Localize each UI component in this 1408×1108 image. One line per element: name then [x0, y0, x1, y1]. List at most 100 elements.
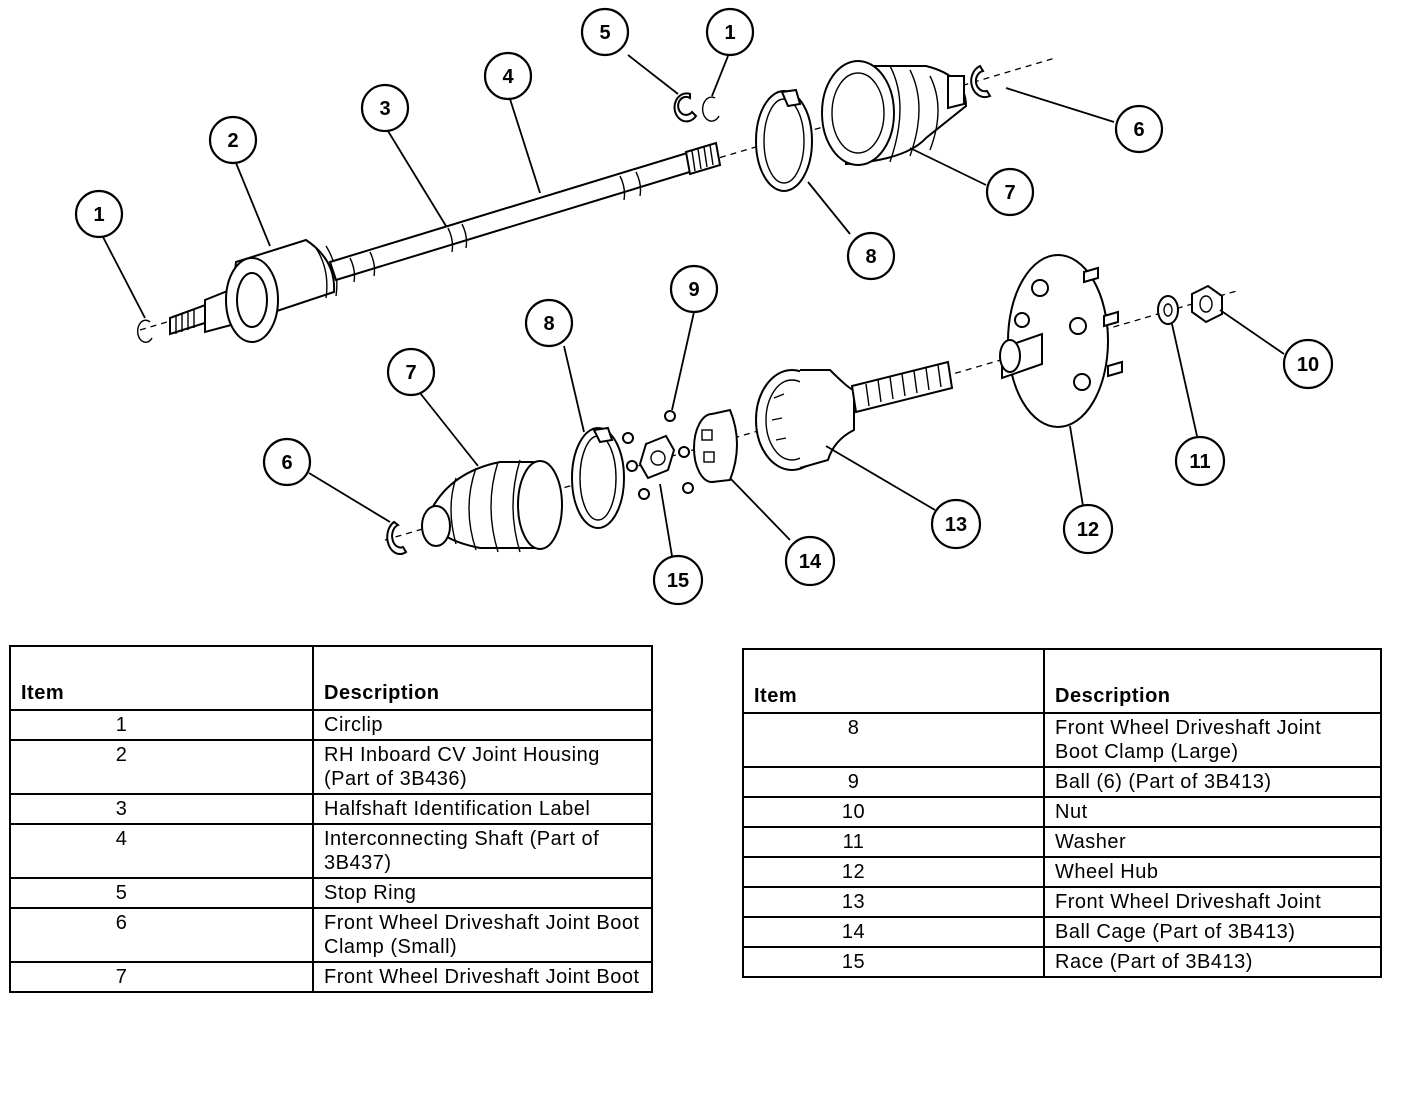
item-number: 12	[742, 856, 1045, 888]
circlip-1-top	[701, 96, 720, 122]
callout-15: 15	[652, 554, 704, 606]
svg-text:13: 13	[945, 514, 967, 536]
callout-1-left: 1	[74, 189, 124, 239]
svg-text:6: 6	[281, 452, 292, 474]
svg-text:7: 7	[1004, 182, 1015, 204]
item-description: RH Inboard CV Joint Housing (Part of 3B4…	[312, 739, 653, 795]
item-number: 7	[9, 961, 314, 993]
item-number: 14	[742, 916, 1045, 948]
item-description: Nut	[1043, 796, 1382, 828]
svg-text:8: 8	[543, 313, 554, 335]
callout-8-top: 8	[846, 231, 896, 281]
item-number: 8	[742, 712, 1045, 768]
table-row: 1 Circlip	[9, 709, 653, 741]
svg-text:3: 3	[379, 98, 390, 120]
parts-table-right: Item Description 8 Front Wheel Driveshaf…	[742, 648, 1382, 978]
svg-text:1: 1	[93, 204, 104, 226]
svg-text:9: 9	[688, 279, 699, 301]
column-header-item: Item	[742, 648, 1045, 714]
callout-4: 4	[483, 51, 533, 101]
ball-cage	[693, 408, 738, 483]
item-description: Ball Cage (Part of 3B413)	[1043, 916, 1382, 948]
nut	[1191, 284, 1223, 324]
column-header-item: Item	[9, 645, 314, 711]
svg-text:5: 5	[599, 22, 610, 44]
callout-10: 10	[1282, 338, 1334, 390]
table-row: 7 Front Wheel Driveshaft Joint Boot	[9, 961, 653, 993]
item-description: Front Wheel Driveshaft Joint	[1043, 886, 1382, 918]
callout-5: 5	[580, 7, 630, 57]
table-row: 10 Nut	[742, 796, 1382, 828]
table-row: 3 Halfshaft Identification Label	[9, 793, 653, 825]
callout-11: 11	[1174, 435, 1226, 487]
item-description: Halfshaft Identification Label	[312, 793, 653, 825]
item-number: 4	[9, 823, 314, 879]
table-row: 8 Front Wheel Driveshaft Joint Boot Clam…	[742, 712, 1382, 768]
item-number: 6	[9, 907, 314, 963]
boot-top	[821, 60, 968, 166]
table-header-row: Item Description	[742, 648, 1382, 714]
svg-text:15: 15	[667, 570, 689, 592]
inboard-cv-joint-housing	[169, 238, 338, 343]
svg-text:4: 4	[502, 66, 514, 88]
balls	[622, 410, 694, 500]
table-row: 2 RH Inboard CV Joint Housing (Part of 3…	[9, 739, 653, 795]
callout-7-top: 7	[985, 167, 1035, 217]
parts-table-left: Item Description 1 Circlip 2 RH Inboard …	[9, 645, 653, 993]
wheel-hub	[999, 254, 1123, 428]
svg-text:12: 12	[1077, 519, 1099, 541]
washer	[1157, 295, 1179, 325]
svg-text:11: 11	[1189, 451, 1210, 473]
column-header-description: Description	[312, 645, 653, 711]
callout-2: 2	[208, 115, 258, 165]
callout-13: 13	[930, 498, 982, 550]
table-header-row: Item Description	[9, 645, 653, 711]
callout-14: 14	[784, 535, 836, 587]
item-description: Front Wheel Driveshaft Joint Boot Clamp …	[1043, 712, 1382, 768]
callout-9: 9	[669, 264, 719, 314]
svg-text:2: 2	[227, 130, 238, 152]
boot-clamp-small-bottom	[386, 520, 408, 555]
stop-ring	[673, 92, 698, 123]
item-description: Stop Ring	[312, 877, 653, 909]
callout-7-bottom: 7	[386, 347, 436, 397]
table-row: 15 Race (Part of 3B413)	[742, 946, 1382, 978]
callout-8-bottom: 8	[524, 298, 574, 348]
item-description: Wheel Hub	[1043, 856, 1382, 888]
svg-text:7: 7	[405, 362, 416, 384]
callout-12: 12	[1062, 503, 1114, 555]
boot-clamp-small-top	[970, 64, 992, 99]
item-number: 1	[9, 709, 314, 741]
svg-text:1: 1	[724, 22, 735, 44]
svg-text:6: 6	[1133, 119, 1144, 141]
table-row: 12 Wheel Hub	[742, 856, 1382, 888]
svg-text:14: 14	[799, 551, 822, 573]
table-row: 14 Ball Cage (Part of 3B413)	[742, 916, 1382, 948]
item-number: 9	[742, 766, 1045, 798]
column-header-description: Description	[1043, 648, 1382, 714]
item-number: 15	[742, 946, 1045, 978]
item-number: 11	[742, 826, 1045, 858]
item-description: Race (Part of 3B413)	[1043, 946, 1382, 978]
outboard-cv-joint	[755, 360, 954, 471]
item-description: Interconnecting Shaft (Part of 3B437)	[312, 823, 653, 879]
svg-text:8: 8	[865, 246, 876, 268]
item-number: 13	[742, 886, 1045, 918]
item-number: 10	[742, 796, 1045, 828]
leader-lines	[102, 54, 1285, 557]
callout-6-top: 6	[1114, 104, 1164, 154]
callout-3: 3	[360, 83, 410, 133]
item-number: 2	[9, 739, 314, 795]
interconnecting-shaft	[328, 141, 722, 283]
svg-text:10: 10	[1297, 354, 1319, 376]
table-row: 13 Front Wheel Driveshaft Joint	[742, 886, 1382, 918]
circlip-1-left	[136, 319, 153, 343]
table-row: 4 Interconnecting Shaft (Part of 3B437)	[9, 823, 653, 879]
boot-clamp-large-top	[755, 88, 813, 192]
item-description: Front Wheel Driveshaft Joint Boot Clamp …	[312, 907, 653, 963]
callout-1-top: 1	[705, 7, 755, 57]
item-description: Circlip	[312, 709, 653, 741]
item-description: Ball (6) (Part of 3B413)	[1043, 766, 1382, 798]
table-row: 9 Ball (6) (Part of 3B413)	[742, 766, 1382, 798]
item-description: Front Wheel Driveshaft Joint Boot	[312, 961, 653, 993]
